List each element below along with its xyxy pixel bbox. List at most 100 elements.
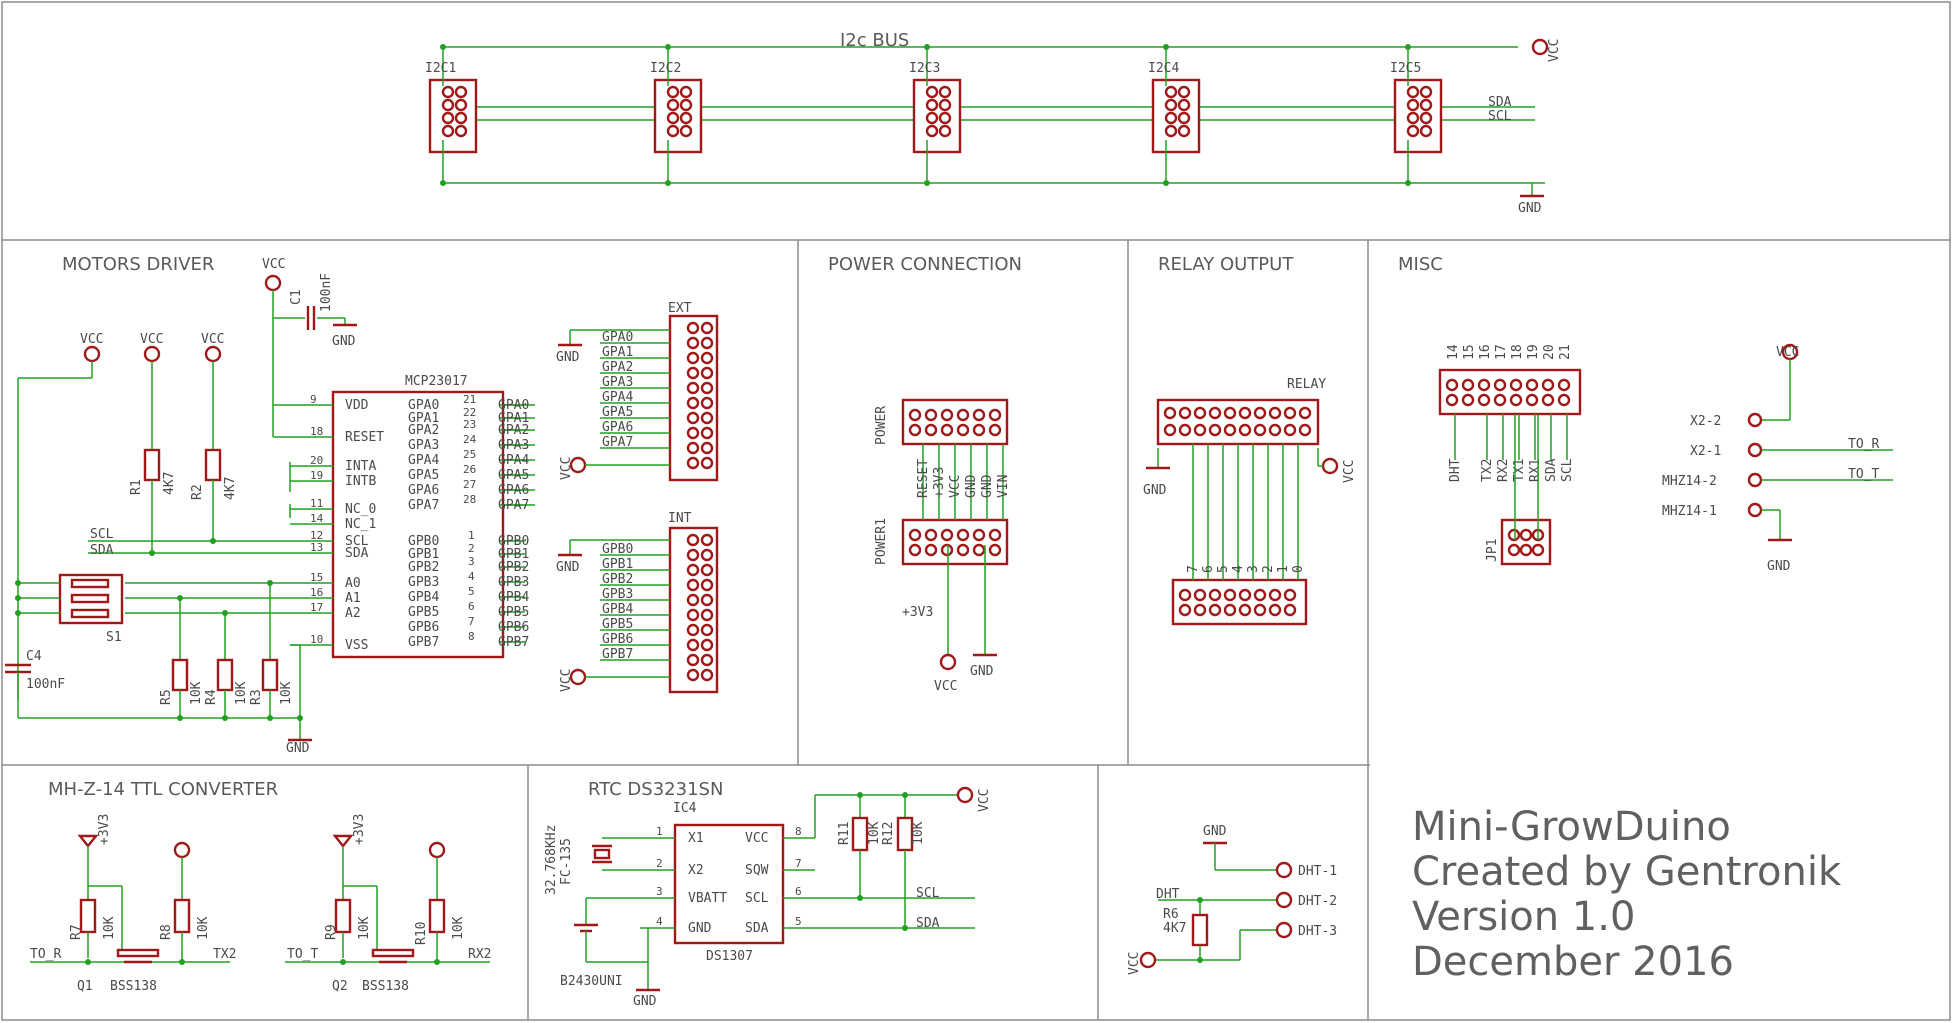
mcp-pin-name: VDD bbox=[345, 398, 369, 413]
connector-pad-icon bbox=[454, 111, 468, 125]
crystal-part: FC-135 bbox=[559, 838, 574, 885]
power-signal-label: VCC bbox=[948, 475, 963, 498]
r8-resistor bbox=[173, 898, 191, 934]
title-block: Mini-GrowDuino Created by Gentronik Vers… bbox=[1412, 804, 1842, 985]
mcp-pin-number: 15 bbox=[310, 571, 323, 584]
relay-header bbox=[1156, 398, 1320, 446]
mcp-out-label: GPA3 bbox=[498, 438, 529, 453]
mcp-out-label: GPB2 bbox=[498, 560, 529, 575]
relay-out-pad-icon bbox=[1208, 588, 1222, 602]
rtc-pin-number: 1 bbox=[656, 825, 663, 838]
jp1-header bbox=[1500, 518, 1552, 566]
misc-pin-number: 20 bbox=[1542, 344, 1557, 360]
i2c-connector-label-2: I2C2 bbox=[650, 61, 681, 76]
power-pad-icon bbox=[988, 408, 1002, 422]
header-pad-icon bbox=[700, 638, 714, 652]
title-line-1: Mini-GrowDuino bbox=[1412, 804, 1731, 850]
mcp-out-label: GPA5 bbox=[498, 468, 529, 483]
relay-pad-icon bbox=[1178, 423, 1192, 437]
misc-signal-label: TX2 bbox=[1480, 459, 1495, 482]
connector-pad-icon bbox=[666, 85, 680, 99]
rtc-pin-name: X2 bbox=[688, 863, 704, 878]
switch-lever-icon bbox=[70, 578, 110, 589]
level-shifter-b: +3V3 R9 10K R10 10K TO_T RX2 Q2 BSS138 bbox=[285, 814, 491, 994]
header-pad-icon bbox=[700, 668, 714, 682]
misc-pad-icon bbox=[1557, 393, 1571, 407]
mcp-pin-number: 21 bbox=[463, 393, 476, 406]
relay-out-pad-icon bbox=[1193, 588, 1207, 602]
rtc-pin-name: VBATT bbox=[688, 891, 727, 906]
mhz14-converter: +3V3 R7 10K R8 10K TO_R TX2 Q1 BSS138 bbox=[30, 814, 491, 994]
relay-bit-label: 7 bbox=[1186, 565, 1201, 573]
header-pad-icon bbox=[686, 578, 700, 592]
misc-signal-label: DHT bbox=[1448, 458, 1463, 482]
r10-designator: R10 bbox=[414, 922, 429, 945]
connector-pad-icon bbox=[441, 124, 455, 138]
power-pad-icon bbox=[972, 408, 986, 422]
jp1-pad-icon bbox=[1519, 543, 1533, 557]
supply-5v-icon bbox=[173, 841, 191, 859]
header-pad-icon bbox=[700, 336, 714, 350]
mcp-out-label: GPA7 bbox=[498, 498, 529, 513]
header-signal-label: GPB3 bbox=[602, 587, 633, 602]
relay-pad-icon bbox=[1163, 406, 1177, 420]
relay-pad-icon bbox=[1238, 406, 1252, 420]
power-pad-icon bbox=[940, 423, 954, 437]
q2-part: BSS138 bbox=[362, 979, 409, 994]
header-signal-label: GPB6 bbox=[602, 632, 633, 647]
c1-gnd-label: GND bbox=[332, 334, 356, 349]
misc-pin-number: 17 bbox=[1494, 344, 1509, 360]
r11-resistor bbox=[851, 816, 869, 852]
misc-pad-icon bbox=[1747, 472, 1763, 488]
rtc-pin-name: GND bbox=[688, 921, 712, 936]
misc-pad-icon bbox=[1445, 378, 1459, 392]
misc-pad-icon bbox=[1477, 378, 1491, 392]
r6-resistor bbox=[1191, 913, 1209, 947]
mhz-3v3-a: +3V3 bbox=[97, 814, 112, 845]
int-vcc-label: VCC bbox=[559, 669, 574, 692]
header-pad-icon bbox=[686, 426, 700, 440]
misc-pad-label: X2-1 bbox=[1690, 444, 1721, 459]
rtc-pin-number: 2 bbox=[656, 857, 663, 870]
title-line-3: Version 1.0 bbox=[1412, 894, 1635, 940]
power-pad-icon bbox=[956, 408, 970, 422]
misc-pad-icon bbox=[1541, 393, 1555, 407]
misc-signal-label: RX2 bbox=[1496, 459, 1511, 482]
section-title-motors: MOTORS DRIVER bbox=[62, 254, 214, 275]
relay-bit-label: 2 bbox=[1261, 565, 1276, 573]
header-pad-icon bbox=[700, 623, 714, 637]
relay-bit-label: 1 bbox=[1276, 565, 1291, 573]
relay-out-pad-icon bbox=[1283, 603, 1297, 617]
header-pad-icon bbox=[700, 321, 714, 335]
dht-pad-icon bbox=[1275, 861, 1293, 879]
vcc-supply-icon bbox=[939, 653, 957, 671]
dht-pad-label: DHT-1 bbox=[1298, 864, 1337, 879]
ext-header bbox=[668, 314, 719, 482]
misc-pad-label: MHZ14-1 bbox=[1662, 504, 1717, 519]
misc-pad-icon bbox=[1747, 412, 1763, 428]
misc-pad-icon bbox=[1541, 378, 1555, 392]
power1-pad-icon bbox=[988, 528, 1002, 542]
relay-out-pad-icon bbox=[1283, 588, 1297, 602]
header-signal-label: GPA5 bbox=[602, 405, 633, 420]
mcp23017-name: MCP23017 bbox=[405, 374, 468, 389]
mcp-pin-name: GPB0 bbox=[408, 534, 439, 549]
header-pad-icon bbox=[700, 426, 714, 440]
mcp-pin-name: GPB7 bbox=[408, 635, 439, 650]
rtc-scl-label: SCL bbox=[916, 886, 940, 901]
rtc-pin-number: 5 bbox=[795, 915, 802, 928]
header-pad-icon bbox=[686, 548, 700, 562]
header-pad-icon bbox=[686, 608, 700, 622]
c4-designator: C4 bbox=[26, 649, 42, 664]
header-pad-icon bbox=[700, 351, 714, 365]
dht-pad-label: DHT-3 bbox=[1298, 924, 1337, 939]
mcp-pin-number: 12 bbox=[310, 529, 323, 542]
vcc-supply-icon bbox=[1321, 457, 1339, 475]
mcp-pin-number: 23 bbox=[463, 418, 476, 431]
mcp-out-label: GPA4 bbox=[498, 453, 529, 468]
mcp-out-label: GPA2 bbox=[498, 423, 529, 438]
header-signal-label: GPA7 bbox=[602, 435, 633, 450]
r9-value: 10K bbox=[357, 916, 372, 940]
